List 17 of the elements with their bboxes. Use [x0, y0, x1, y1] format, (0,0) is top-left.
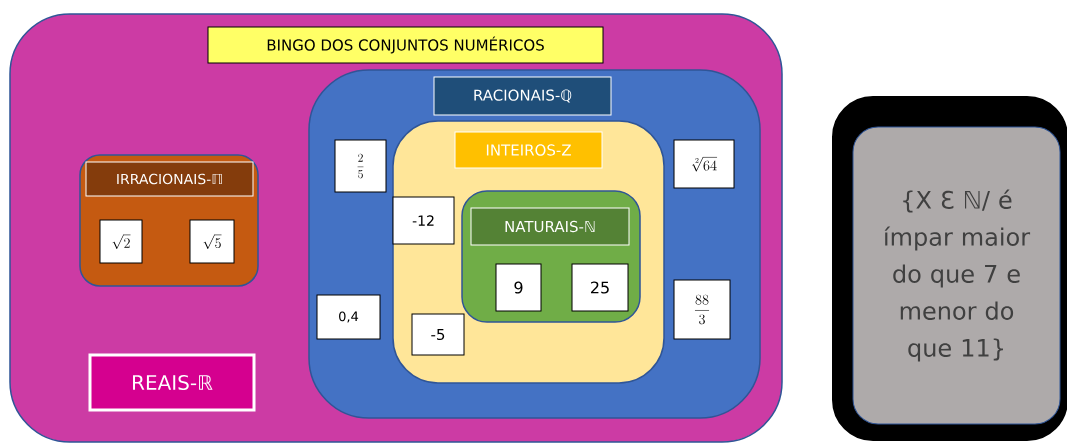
set-name-box: RACIONAIS-ℚ	[433, 76, 612, 116]
set-name-box: REAIS-ℝ	[88, 353, 256, 412]
number-card: $\sqrt[2]{64}$	[673, 139, 735, 189]
number-card: 25	[571, 263, 629, 312]
number-card: 9	[495, 263, 542, 312]
number-card: $\frac{88}{3}$	[673, 279, 731, 340]
rule-card: {X Ɛ ℕ/ é ímpar maior do que 7 e menor do que 11}	[852, 126, 1061, 425]
set-name-box: IRRACIONAIS-ℿ	[85, 161, 254, 197]
number-card: $\frac{2}{5}$	[334, 139, 387, 193]
set-name-box: INTEIROS-Z	[454, 131, 603, 169]
title-box: BINGO DOS CONJUNTOS NUMÉRICOS	[207, 26, 604, 64]
set-name-box: NATURAIS-ℕ	[470, 207, 630, 246]
number-card: -5	[411, 313, 465, 356]
number-card: 0,4	[316, 294, 381, 340]
number-card: $\sqrt{2}$	[99, 219, 143, 264]
number-card: $\sqrt{5}$	[189, 219, 235, 264]
number-card: -12	[392, 196, 455, 245]
